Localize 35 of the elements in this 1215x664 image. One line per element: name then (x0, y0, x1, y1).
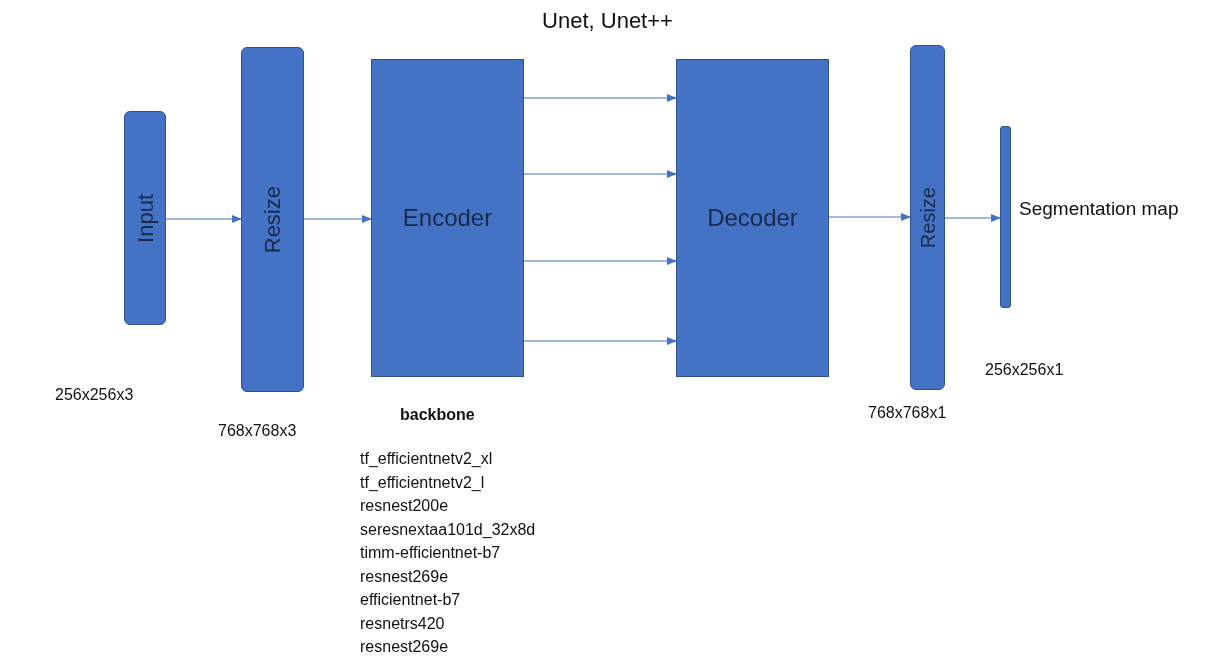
arrow (523, 337, 677, 345)
dimension-label: 768x768x3 (218, 421, 297, 441)
backbone-name: timm-efficientnet-b7 (360, 543, 502, 563)
arrow (165, 215, 242, 223)
backbone-name: tf_efficientnetv2_xl (360, 449, 494, 469)
layer-label: Resize (915, 186, 940, 249)
arrow (944, 214, 1001, 222)
backbone-name: efficientnet-b7 (360, 590, 462, 610)
layer-box (676, 59, 829, 377)
backbone-name: resnetrs420 (360, 613, 446, 634)
arrow (303, 215, 372, 223)
output-bar (1000, 126, 1011, 308)
backbone-name: tf_efficientnetv2_l (360, 472, 486, 493)
layer-label: Input (131, 193, 159, 243)
dimension-label: 768x768x1 (868, 403, 947, 423)
arrow (523, 170, 677, 178)
layer-label: Encoder (402, 203, 493, 233)
arrow (523, 257, 677, 265)
layer-box (371, 59, 524, 377)
diagram-title: Unet, Unet++ (541, 7, 674, 35)
layer-box (910, 45, 945, 390)
arrow (828, 213, 911, 221)
layer-box (241, 47, 304, 392)
dimension-label: 256x256x1 (985, 360, 1064, 380)
layer-label: Resize (259, 185, 286, 254)
backbone-name: resnest269e (360, 566, 450, 587)
dimension-label: 256x256x3 (55, 385, 134, 405)
backbone-name: resnest269e (360, 637, 450, 657)
backbone-name: seresnextaa101d_32x8d (360, 519, 536, 540)
dimension-label: Segmentation map (1019, 197, 1179, 221)
section-heading: backbone (400, 405, 475, 425)
backbone-name: resnest200e (360, 496, 450, 516)
layer-box (124, 111, 166, 325)
layer-label: Decoder (707, 203, 798, 233)
arrow (523, 94, 677, 102)
